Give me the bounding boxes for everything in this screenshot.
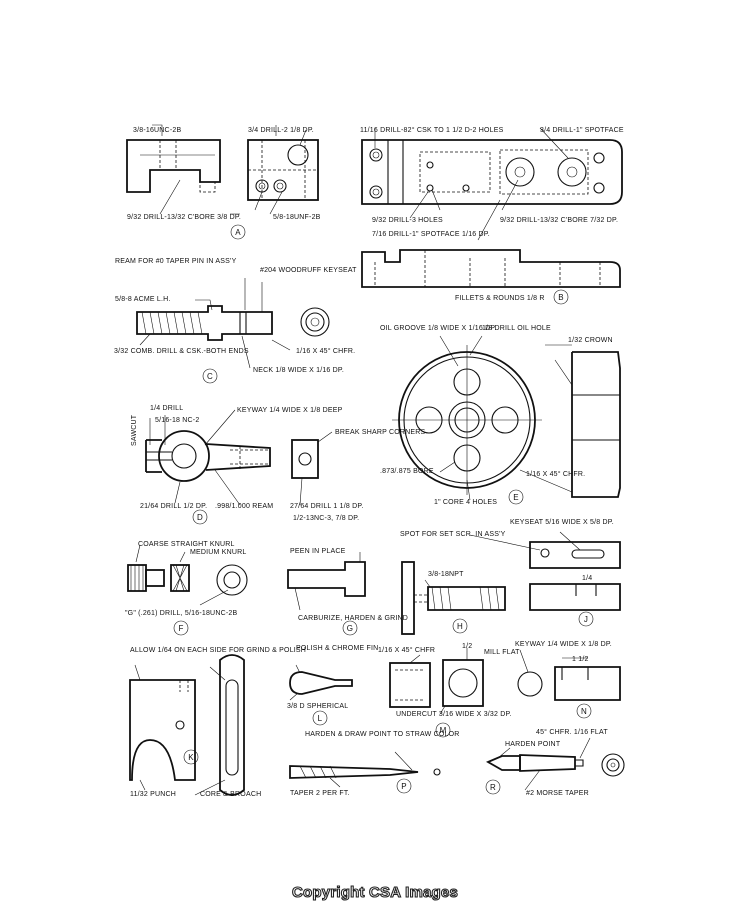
part-j: KEYSEAT 5/16 WIDE X 5/8 DP. SPOT FOR SET…: [400, 519, 621, 627]
part-f-note-3: "G" (.261) DRILL, 5/16-18UNC-2B: [125, 610, 237, 617]
part-c-label: C: [207, 372, 213, 381]
part-m-note-4: UNDERCUT 3/16 WIDE X 3/32 DP.: [396, 711, 512, 718]
part-d-note-3: 5/16-18 NC-2: [155, 417, 199, 424]
part-d-note-7: .998/1.000 REAM: [215, 503, 273, 510]
part-a-label: A: [235, 228, 241, 237]
part-b-note-2: 3/4 DRILL-1" SPOTFACE: [540, 127, 624, 134]
part-m-note-2: 1/2: [462, 643, 472, 650]
part-b-note-4: 9/32 DRILL-13/32 C'BORE 7/32 DP.: [500, 217, 618, 224]
part-g-note-1: PEEN IN PLACE: [290, 548, 346, 555]
part-f-note-1: COARSE STRAIGHT KNURL: [138, 541, 235, 548]
part-j-note-2: SPOT FOR SET SCR. IN ASS'Y: [400, 531, 506, 538]
part-n-note-2: 1 1/2: [572, 656, 589, 663]
part-e-note-4: .873/.875 BORE: [380, 468, 434, 475]
part-e-note-2: 1/8 DRILL OIL HOLE: [482, 325, 551, 332]
part-a-note-1: 3/8-16UNC-2B: [133, 127, 181, 134]
part-r-note-3: #2 MORSE TAPER: [526, 790, 589, 797]
part-k-note-1: ALLOW 1/64 ON EACH SIDE FOR GRIND & POLI…: [130, 647, 306, 654]
part-l-label: L: [318, 714, 323, 723]
part-a-note-3: 9/32 DRILL-13/32 C'BORE 3/8 DP.: [127, 214, 241, 221]
part-c-note-5: 1/16 X 45° CHFR.: [296, 347, 355, 355]
part-c-note-4: 3/32 COMB. DRILL & CSK.-BOTH ENDS: [114, 348, 249, 355]
part-j-note-1: KEYSEAT 5/16 WIDE X 5/8 DP.: [510, 519, 614, 526]
part-h-label: H: [457, 622, 463, 631]
part-d-note-2: 1/4 DRILL: [150, 405, 183, 412]
part-d: SAWCUT 1/4 DRILL 5/16-18 NC-2 KEYWAY 1/4…: [131, 405, 426, 525]
part-k: ALLOW 1/64 ON EACH SIDE FOR GRIND & POLI…: [129, 647, 306, 798]
part-p: HARDEN & DRAW POINT TO STRAW COLOR TAPER…: [289, 731, 459, 797]
part-l-note-1: POLISH & CHROME FIN: [296, 645, 378, 652]
part-r-note-2: HARDEN POINT: [505, 741, 561, 748]
part-b-label: B: [558, 293, 564, 302]
part-l-note-2: 3/8 D SPHERICAL: [287, 703, 348, 710]
part-g-note-2: CARBURIZE, HARDEN & GRIND: [298, 615, 408, 622]
part-a: 3/8-16UNC-2B 3/4 DRILL-2 1/8 DP. 9/32 DR…: [126, 124, 321, 240]
part-e-note-3: 1/32 CROWN: [568, 337, 613, 344]
part-j-note-3: 1/4: [582, 575, 592, 582]
part-e-note-5: 1" CORE 4 HOLES: [434, 499, 497, 506]
part-l: POLISH & CHROME FIN 3/8 D SPHERICAL L: [287, 645, 378, 726]
part-a-note-2: 3/4 DRILL-2 1/8 DP.: [248, 127, 314, 134]
part-k-note-2: 11/32 PUNCH: [130, 791, 176, 798]
part-e-note-1: OIL GROOVE 1/8 WIDE X 1/16 DP.: [380, 325, 497, 332]
part-m: 1/16 X 45° CHFR 1/2 MILL FLAT UNDERCUT 3…: [378, 643, 520, 738]
part-r-note-1: 45° CHFR. 1/16 FLAT: [536, 728, 608, 736]
part-m-note-1: 1/16 X 45° CHFR: [378, 646, 435, 654]
part-f: COARSE STRAIGHT KNURL MEDIUM KNURL "G" (…: [125, 541, 248, 636]
part-c-note-6: NECK 1/8 WIDE X 1/16 DP.: [253, 367, 344, 374]
part-n: KEYWAY 1/4 WIDE X 1/8 DP. 1 1/2 N: [515, 641, 621, 719]
part-p-note-1: HARDEN & DRAW POINT TO STRAW COLOR: [305, 731, 459, 738]
part-h: 3/8-18NPT H: [401, 561, 506, 635]
part-k-label: K: [188, 753, 194, 762]
part-p-note-2: TAPER 2 PER FT.: [290, 790, 350, 797]
part-m-note-3: MILL FLAT: [484, 649, 520, 656]
part-h-note-1: 3/8-18NPT: [428, 571, 464, 578]
part-n-label: N: [581, 707, 587, 716]
part-f-note-2: MEDIUM KNURL: [190, 549, 246, 556]
part-k-note-3: CORE & BROACH: [200, 791, 261, 798]
part-d-note-5: BREAK SHARP CORNERS: [335, 429, 426, 436]
part-e-label: E: [513, 493, 519, 502]
part-d-note-8: 27/64 DRILL 1 1/8 DP.: [290, 503, 363, 510]
part-r: 45° CHFR. 1/16 FLAT HARDEN POINT #2 MORS…: [485, 728, 625, 797]
part-c-note-1: REAM FOR #0 TAPER PIN IN ASS'Y: [115, 258, 237, 265]
part-b: 11/16 DRILL-82° CSK TO 1 1/2 D-2 HOLES 3…: [360, 126, 624, 305]
part-c-note-3: 5/8-8 ACME L.H.: [115, 296, 171, 303]
part-c: REAM FOR #0 TAPER PIN IN ASS'Y #204 WOOD…: [114, 258, 357, 384]
part-b-note-3: 9/32 DRILL-3 HOLES: [372, 217, 443, 224]
part-f-label: F: [178, 624, 183, 633]
part-j-label: J: [584, 615, 588, 624]
part-g-label: G: [347, 624, 353, 633]
part-r-label: R: [490, 783, 496, 792]
part-b-note-1: 11/16 DRILL-82° CSK TO 1 1/2 D-2 HOLES: [360, 126, 504, 134]
part-d-note-1: SAWCUT: [131, 414, 138, 446]
part-a-note-4: 5/8-18UNF-2B: [273, 214, 321, 221]
part-e-note-6: 1/16 X 45° CHFR.: [526, 470, 585, 478]
part-b-note-5: 7/16 DRILL-1" SPOTFACE 1/16 DP.: [372, 231, 490, 238]
copyright-footer: Copyright CSA Images: [291, 883, 458, 901]
part-d-note-6: 21/64 DRILL 1/2 DP.: [140, 503, 207, 510]
part-n-note-1: KEYWAY 1/4 WIDE X 1/8 DP.: [515, 641, 612, 648]
part-p-label: P: [401, 782, 407, 791]
part-g: PEEN IN PLACE CARBURIZE, HARDEN & GRIND …: [287, 548, 408, 636]
part-d-note-4: KEYWAY 1/4 WIDE X 1/8 DEEP: [237, 407, 343, 414]
part-e: OIL GROOVE 1/8 WIDE X 1/16 DP. 1/8 DRILL…: [380, 325, 621, 506]
part-m-label: M: [440, 726, 447, 735]
part-d-note-9: 1/2-13NC-3, 7/8 DP.: [293, 515, 359, 522]
part-b-note-6: FILLETS & ROUNDS 1/8 R: [455, 295, 545, 302]
part-c-note-2: #204 WOODRUFF KEYSEAT: [260, 267, 357, 274]
part-d-label: D: [197, 513, 203, 522]
